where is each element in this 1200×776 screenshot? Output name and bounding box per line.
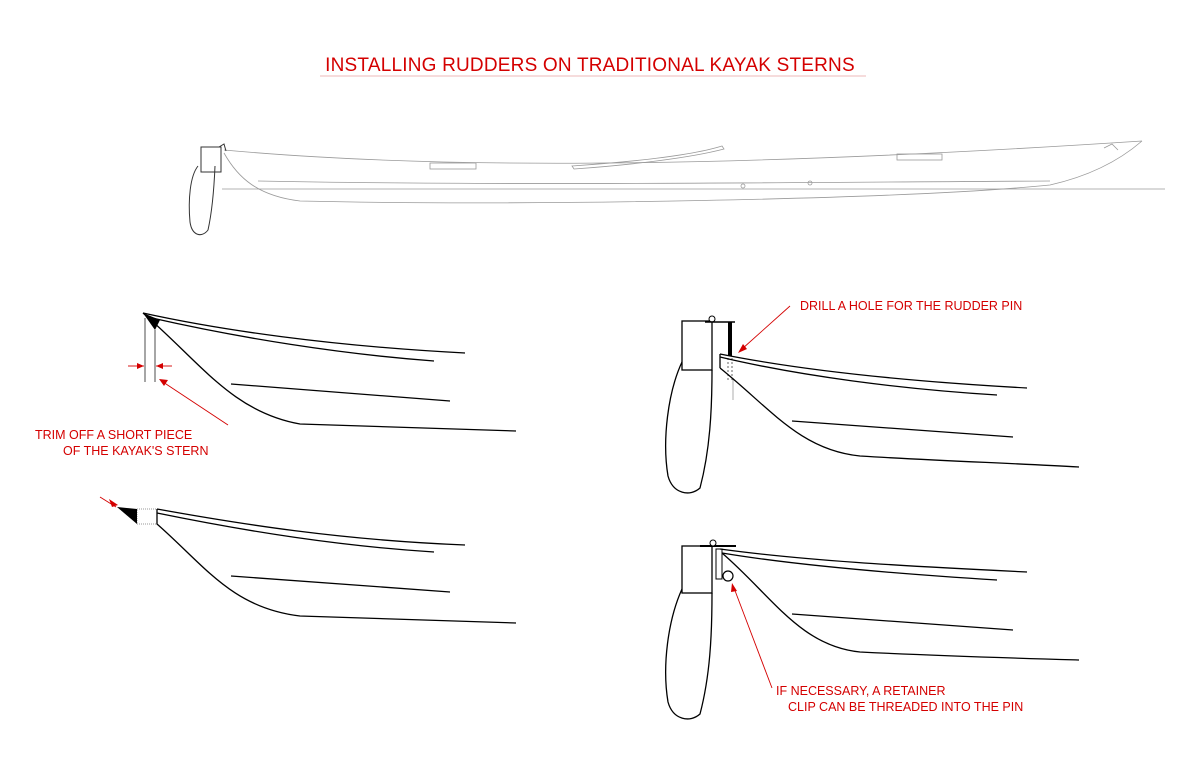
rudder-blade <box>665 361 713 494</box>
rudder-pin-sleeve <box>715 548 723 580</box>
trim-label-line2: OF THE KAYAK'S STERN <box>63 444 208 458</box>
rudder-pin-small <box>218 143 227 152</box>
deck-line-inner <box>721 552 998 581</box>
deck-line-inner <box>156 512 435 553</box>
bow-fitting <box>1103 143 1119 151</box>
rudder-head <box>681 545 713 594</box>
trimmed-gap <box>136 508 158 525</box>
rudder-pin-top <box>709 539 717 547</box>
rudder-mounted-clip <box>665 539 1080 720</box>
trim-label-line1: TRIM OFF A SHORT PIECE <box>35 428 192 442</box>
rudder-blade-small <box>188 165 216 236</box>
chine-line <box>230 383 451 402</box>
cockpit-coaming <box>571 145 725 170</box>
chine-line <box>791 613 1014 631</box>
deck-line-inner <box>151 317 435 362</box>
rudder-blade <box>665 588 713 720</box>
chine-line <box>230 575 451 593</box>
deck-line-inner <box>719 356 998 396</box>
rudder-head-small <box>200 146 222 173</box>
trim-leader-line <box>162 381 229 426</box>
deck-line-outer <box>156 508 466 546</box>
stern-after-trim <box>99 496 517 624</box>
deck-fitting-front <box>896 153 943 161</box>
keel-profile-line <box>721 552 1080 661</box>
keel-profile-line <box>142 312 517 432</box>
drill-label: DRILL A HOLE FOR THE RUDDER PIN <box>800 299 1022 313</box>
drill-leader-line <box>741 305 791 350</box>
keel-profile-line <box>719 367 1080 468</box>
keel-profile-line <box>156 509 517 624</box>
chine-line <box>791 420 1014 438</box>
deck-fitting-rear <box>429 162 477 170</box>
sheer-line <box>223 140 1143 164</box>
clip-leader-line <box>733 587 773 689</box>
stern-tip-hatched <box>143 313 160 330</box>
rudder-pin-top <box>708 315 716 323</box>
removed-stern-piece <box>117 507 137 524</box>
rudder-mounted-drill <box>665 305 1080 494</box>
rudder-head <box>681 320 713 371</box>
clip-label-line2: CLIP CAN BE THREADED INTO THE PIN <box>788 700 1023 714</box>
clip-label-line1: IF NECESSARY, A RETAINER <box>776 684 946 698</box>
stern-before-trim <box>128 312 517 432</box>
chine-line <box>257 180 1051 184</box>
retainer-clip <box>722 570 734 582</box>
hull-keel-line <box>223 140 1143 204</box>
hull-fitting <box>740 183 746 189</box>
deck-line-outer <box>142 312 466 354</box>
diagram-title: INSTALLING RUDDERS ON TRADITIONAL KAYAK … <box>325 55 855 76</box>
rudder-pin <box>728 322 732 356</box>
deck-line-outer <box>719 548 1028 573</box>
hull-fitting <box>807 180 813 186</box>
deck-line-outer <box>719 353 1028 389</box>
kayak-full-profile <box>188 140 1165 236</box>
